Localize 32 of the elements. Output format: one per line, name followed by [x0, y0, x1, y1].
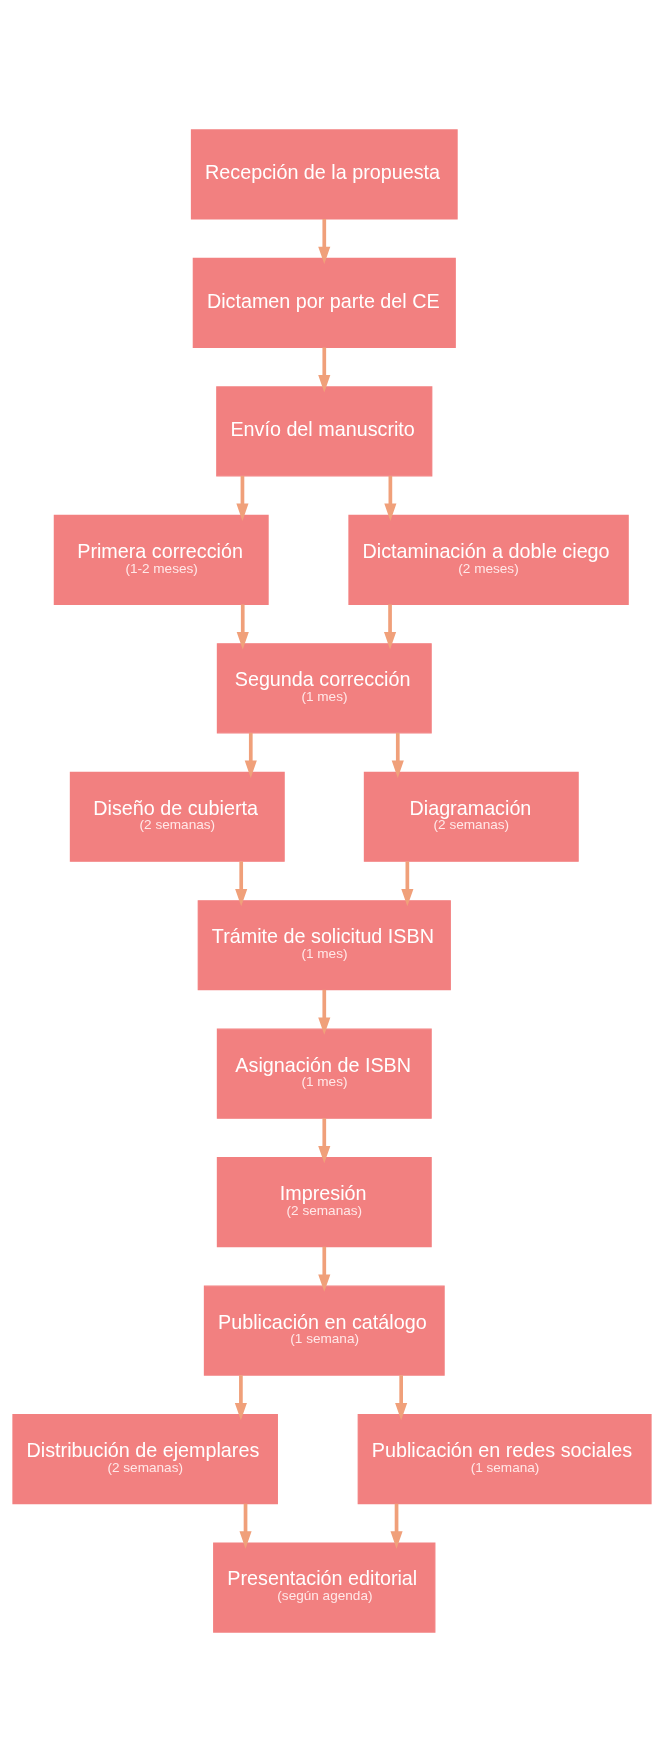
arrow	[236, 475, 249, 521]
arrow	[235, 860, 248, 906]
arrow	[390, 1503, 403, 1549]
node-box: Segunda corrección (1 mes)	[216, 642, 432, 733]
arrow	[401, 860, 414, 906]
node-box: Impresión (2 semanas)	[216, 1156, 432, 1247]
arrow	[318, 1117, 331, 1163]
node-box: Diseño de cubierta (2 semanas)	[69, 771, 285, 862]
arrow	[239, 1503, 252, 1549]
node-box: Publicación en redes sociales (1 semana)	[357, 1413, 652, 1504]
node-box: Presentación editorial (según agenda)	[213, 1542, 436, 1633]
node-box: Dictaminación a doble ciego (2 meses)	[348, 514, 629, 605]
arrow	[395, 1374, 408, 1420]
node-box: Asignación de ISBN (1 mes)	[216, 1028, 432, 1119]
node-box: Primera corrección (1-2 meses)	[53, 514, 269, 605]
arrow	[318, 1246, 331, 1292]
node-box: Recepción de la propuesta	[190, 128, 458, 219]
arrow	[318, 346, 331, 392]
node-box: Envío del manuscrito	[216, 385, 433, 476]
arrow	[391, 732, 404, 778]
arrow	[318, 989, 331, 1035]
node-box: Diagramación (2 semanas)	[363, 771, 579, 862]
node-box: Distribución de ejemplares (2 semanas)	[12, 1413, 278, 1504]
arrow	[236, 603, 249, 649]
node-box: Trámite de solicitud ISBN (1 mes)	[197, 899, 451, 990]
arrow	[384, 603, 397, 649]
arrow	[234, 1374, 247, 1420]
node-box: Dictamen por parte del CE	[192, 257, 456, 348]
arrow	[318, 218, 331, 264]
arrow	[244, 732, 257, 778]
arrow	[384, 475, 397, 521]
node-box: Publicación en catálogo (1 semana)	[203, 1285, 445, 1376]
